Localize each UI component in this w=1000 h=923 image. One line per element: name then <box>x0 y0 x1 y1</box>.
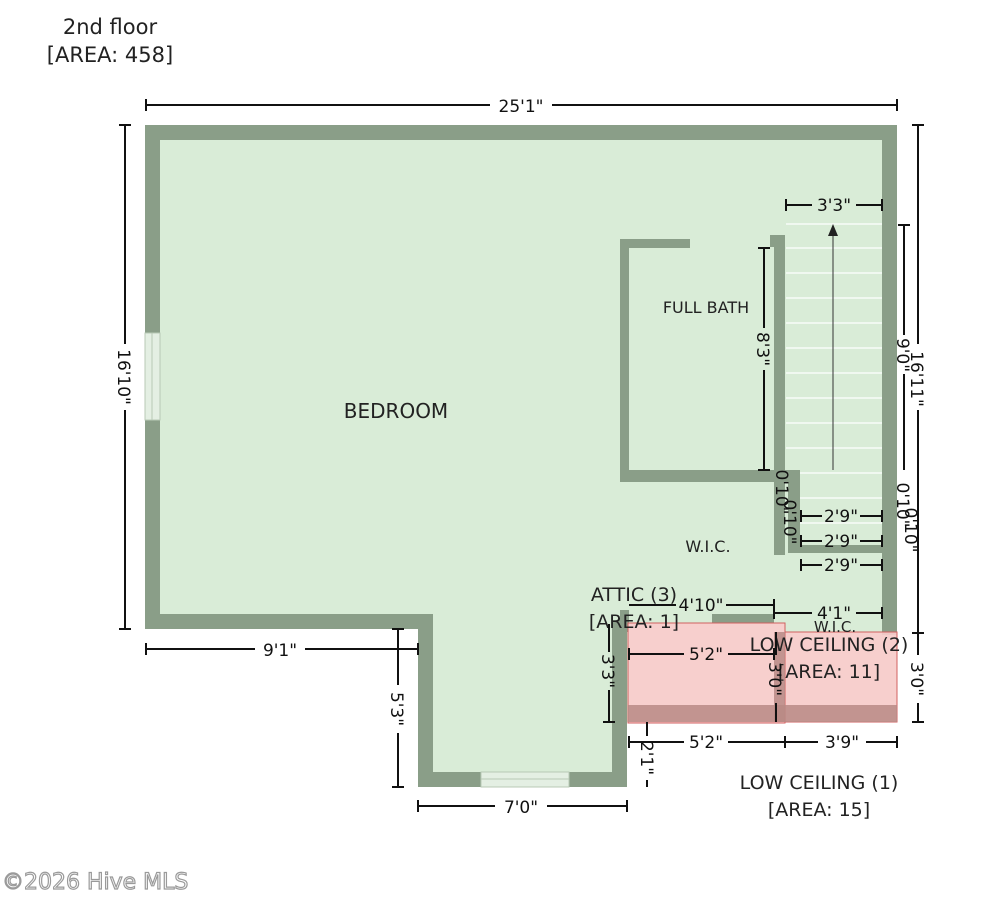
low-ceiling-zones <box>627 622 898 724</box>
dim-bath-height: 8'3" <box>752 332 772 366</box>
dim-landing-b: 2'9" <box>824 532 858 552</box>
room-full-bath: FULL BATH <box>663 298 749 317</box>
floor-area: [AREA: 458] <box>47 43 173 67</box>
stair-arrow-icon <box>828 224 838 236</box>
dim-bottom-left: 9'1" <box>263 641 297 661</box>
room-attic: ATTIC (3) <box>591 584 677 606</box>
dim-right-low-height: 3'0" <box>906 662 926 696</box>
dim-vert-c: 0'10" <box>892 483 912 528</box>
dim-stair-run: 9'0" <box>892 338 912 372</box>
room-low-ceiling-2: LOW CEILING (2) <box>750 634 909 656</box>
interior-walls <box>620 235 883 632</box>
dim-low2-width: 5'2" <box>689 645 723 665</box>
dim-vert-d: 0'10" <box>900 508 920 553</box>
room-wic: W.I.C. <box>685 537 730 556</box>
dim-left-height: 16'10" <box>113 349 133 405</box>
room-low-ceiling-1: LOW CEILING (1) <box>740 772 899 794</box>
dimension-lines <box>119 99 924 812</box>
stairs <box>786 223 882 524</box>
floor-title: 2nd floor <box>63 15 158 39</box>
dim-notch-depth: 5'3" <box>386 692 406 726</box>
dim-bottom-notch: 7'0" <box>504 798 538 818</box>
dim-vert-b: 0'10" <box>779 500 799 545</box>
room-bedroom: BEDROOM <box>344 399 448 423</box>
dim-bottom-right-low: 3'9" <box>825 733 859 753</box>
dim-wic-width: 4'10" <box>679 596 724 616</box>
dim-attic-height: 3'3" <box>597 654 617 688</box>
dim-wic-right: 4'1" <box>817 604 851 624</box>
dim-landing-c: 2'9" <box>824 556 858 576</box>
dim-low2-height: 3'0" <box>764 662 784 696</box>
dim-top-width: 25'1" <box>499 97 544 117</box>
watermark: ©2026 Hive MLS <box>2 870 188 895</box>
dim-vert-a: 0'10" <box>771 470 791 515</box>
dim-bottom-left-low: 5'2" <box>689 733 723 753</box>
dim-stair-width: 3'3" <box>817 196 851 216</box>
dim-small-gap: 2'1" <box>636 741 656 775</box>
room-wic-small: W.I.C. <box>814 618 856 636</box>
room-attic-area: [AREA: 1] <box>589 611 679 633</box>
dim-landing-a: 2'9" <box>824 507 858 527</box>
room-low-ceiling-1-area: [AREA: 15] <box>768 799 870 821</box>
room-low-ceiling-2-area: [AREA: 11] <box>778 661 880 683</box>
dim-right-height: 16'11" <box>906 351 926 407</box>
